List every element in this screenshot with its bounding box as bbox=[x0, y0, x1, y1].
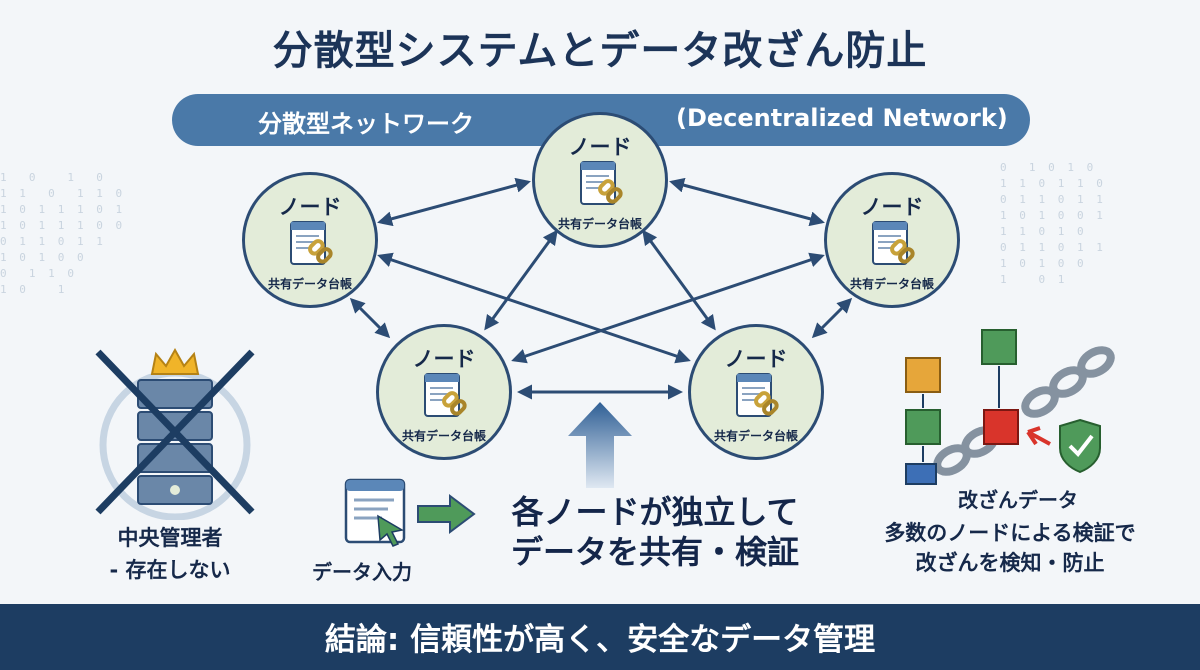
node-top: ノード 共有データ台帳 bbox=[532, 112, 668, 248]
blockchain-tamper-icon bbox=[905, 329, 1115, 485]
node-title: ノード bbox=[724, 347, 788, 371]
ledger-chain-icon bbox=[736, 373, 779, 417]
node-title: ノード bbox=[860, 195, 924, 219]
ledger-chain-icon bbox=[424, 373, 467, 417]
banner-label-english: (Decentralized Network) bbox=[676, 104, 1008, 132]
verification-line1: 多数のノードによる検証で bbox=[884, 521, 1136, 545]
verification-message: 多数のノードによる検証で 改ざんを検知・防止 bbox=[850, 518, 1170, 578]
data-input-window-icon bbox=[344, 478, 406, 547]
link-top-bottomleft bbox=[484, 229, 558, 331]
right-arrow-icon bbox=[417, 494, 476, 534]
banner-label: 分散型ネットワーク bbox=[258, 110, 474, 138]
node-bottom-right: ノード 共有データ台帳 bbox=[688, 324, 824, 460]
conclusion-text: 結論: 信頼性が高く、安全なデータ管理 bbox=[324, 622, 876, 658]
node-bottom-left: ノード 共有データ台帳 bbox=[376, 324, 512, 460]
link-left-top bbox=[377, 177, 531, 227]
node-left: ノード 共有データ台帳 bbox=[242, 172, 378, 308]
node-title: ノード bbox=[278, 195, 342, 219]
node-ledger-label: 共有データ台帳 bbox=[713, 429, 798, 443]
central-admin-label: 中央管理者 - 存在しない bbox=[70, 522, 270, 586]
ledger-chain-icon bbox=[290, 221, 333, 265]
node-ledger-label: 共有データ台帳 bbox=[557, 217, 642, 231]
conclusion-bar bbox=[0, 604, 1200, 670]
link-top-right bbox=[669, 177, 825, 227]
verification-line2: 改ざんを検知・防止 bbox=[915, 551, 1105, 575]
ledger-chain-icon bbox=[872, 221, 915, 265]
central-admin-line2: - 存在しない bbox=[109, 558, 231, 582]
crossed-out-server-icon bbox=[95, 347, 255, 520]
link-right-bottomleft bbox=[511, 252, 825, 364]
node-title: ノード bbox=[412, 347, 476, 371]
node-ledger-label: 共有データ台帳 bbox=[849, 277, 934, 291]
ledger-chain-icon bbox=[580, 161, 623, 205]
tamper-data-label: 改ざんデータ bbox=[958, 488, 1078, 512]
link-left-bottomleft bbox=[349, 297, 391, 339]
data-input-label: データ入力 bbox=[312, 560, 412, 584]
page-title: 分散型システムとデータ改ざん防止 bbox=[272, 28, 928, 74]
node-ledger-label: 共有データ台帳 bbox=[401, 429, 486, 443]
center-message-line2: データを共有・検証 bbox=[510, 533, 799, 571]
center-message-line1: 各ノードが独立して bbox=[511, 493, 799, 531]
central-admin-line1: 中央管理者 bbox=[117, 526, 223, 550]
link-right-bottomright bbox=[811, 297, 853, 339]
node-title: ノード bbox=[568, 135, 632, 159]
node-ledger-label: 共有データ台帳 bbox=[267, 277, 352, 291]
binary-background-left: 1 0 1 0 1 1 0 1 1 0 1 0 1 1 1 0 1 1 0 1 … bbox=[0, 171, 126, 296]
up-arrow-icon bbox=[568, 402, 632, 488]
node-right: ノード 共有データ台帳 bbox=[824, 172, 960, 308]
binary-background-right: 0 1 0 1 0 1 1 0 1 1 0 0 1 1 0 1 1 1 0 1 … bbox=[1000, 161, 1106, 286]
center-message: 各ノードが独立して データを共有・検証 bbox=[480, 492, 830, 572]
